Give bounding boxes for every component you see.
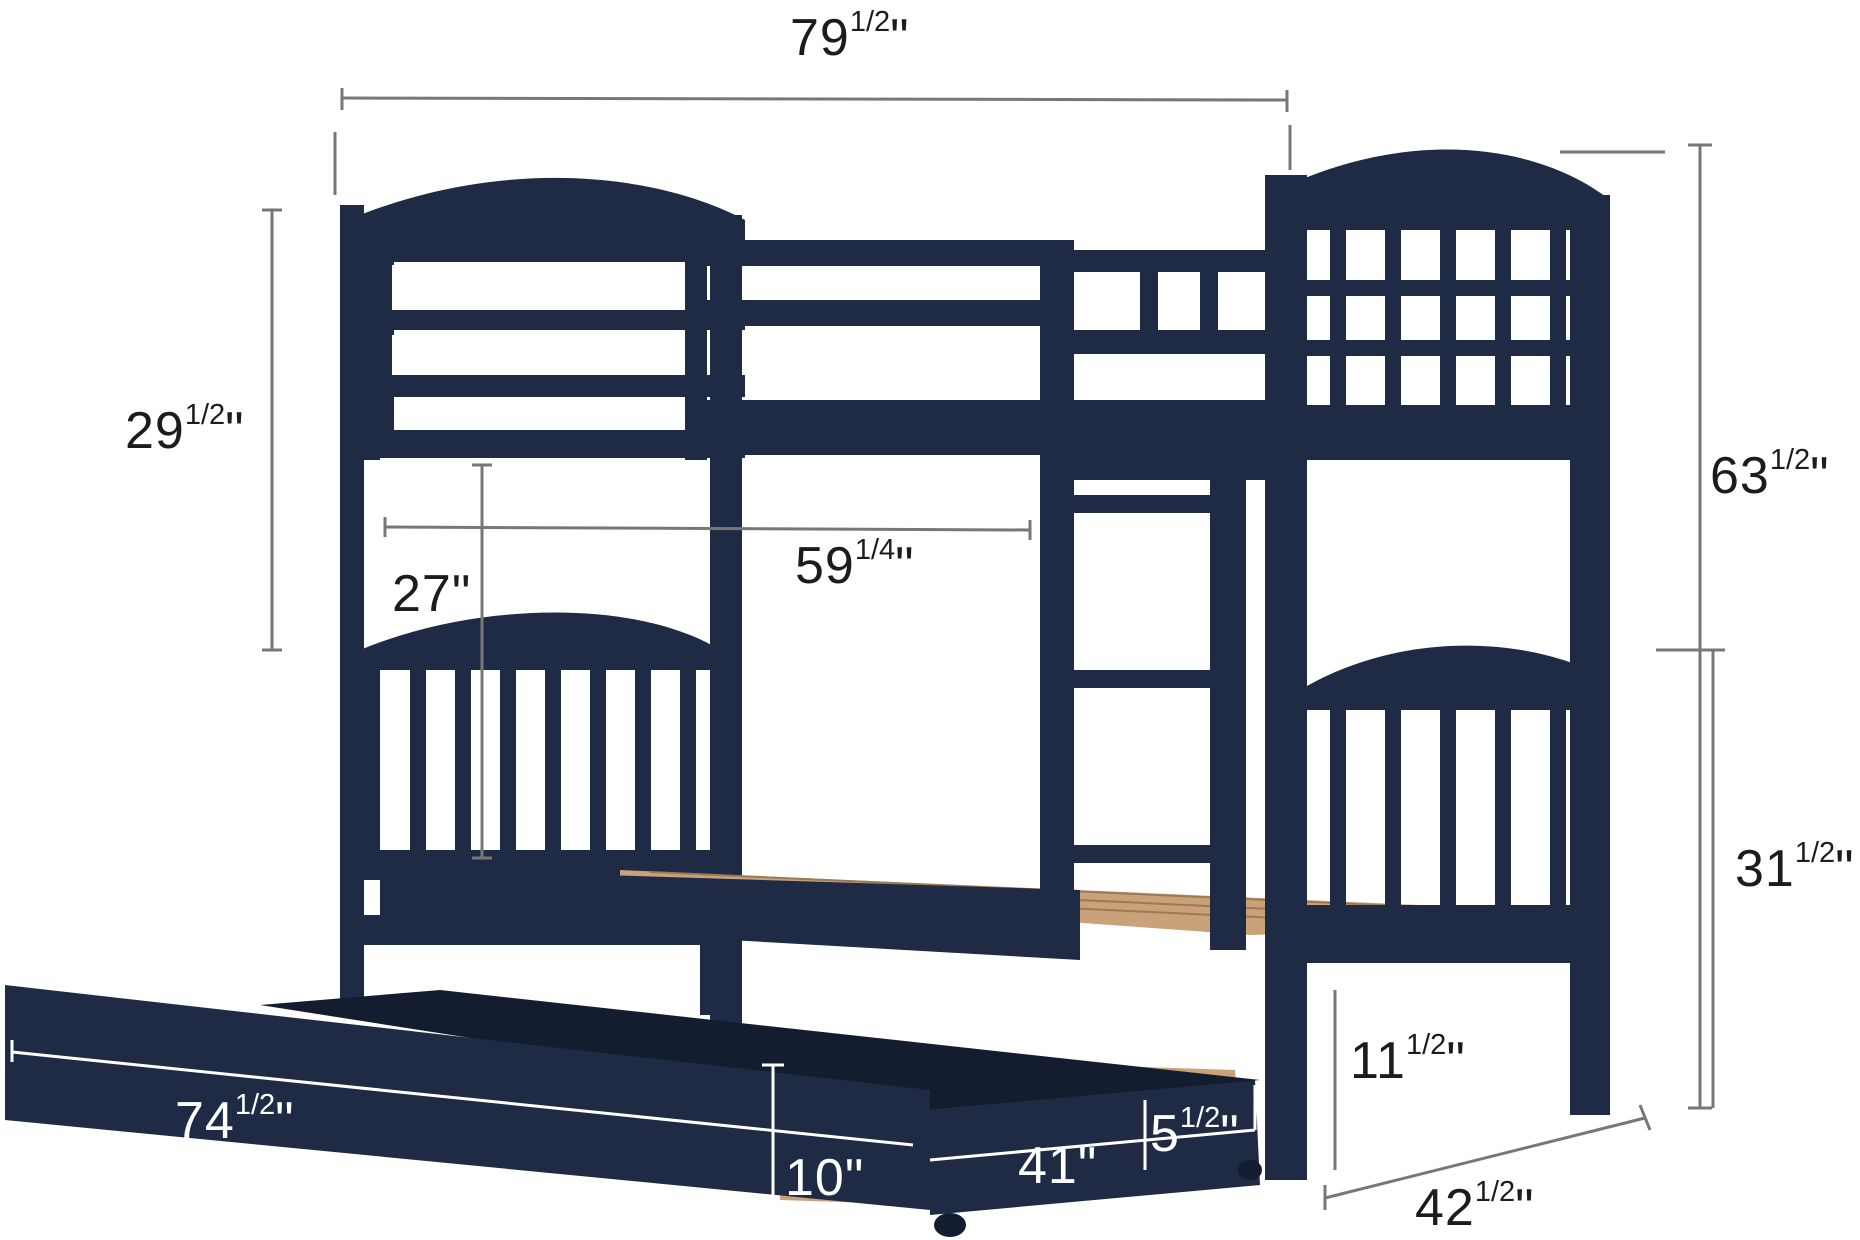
upper-bunk-guardrail bbox=[700, 240, 1290, 455]
trundle-width-label: 41" bbox=[1018, 1140, 1097, 1192]
clearance-height-main: 27 bbox=[392, 565, 452, 623]
overall-height-fraction: 1/2 bbox=[1769, 444, 1811, 476]
overall-height-main: 63 bbox=[1710, 447, 1770, 505]
trundle-height-main: 10 bbox=[785, 1149, 845, 1207]
trundle-width-main: 41 bbox=[1018, 1137, 1078, 1195]
trundle-inner-height-fraction: 1/2 bbox=[1179, 1102, 1221, 1134]
leg-clearance-unit: " bbox=[1446, 1032, 1466, 1090]
lower-bunk-height-label: 311/2" bbox=[1735, 839, 1855, 898]
mattress-length-line bbox=[384, 525, 1031, 532]
trundle-width-unit: " bbox=[1077, 1137, 1098, 1195]
headboard-height-main: 29 bbox=[125, 402, 185, 460]
mattress-length-fraction: 1/4 bbox=[854, 534, 896, 566]
clearance-height-unit: " bbox=[451, 565, 472, 623]
trundle-height-label: 10" bbox=[785, 1152, 864, 1204]
bed-width-unit: " bbox=[1515, 1179, 1535, 1237]
trundle-inner-height-label: 51/2" bbox=[1150, 1104, 1240, 1163]
trundle-length-unit: " bbox=[275, 1092, 295, 1150]
trundle-inner-height-main: 5 bbox=[1150, 1105, 1180, 1163]
clearance-height-label: 27" bbox=[392, 568, 471, 620]
trundle-length-fraction: 1/2 bbox=[234, 1089, 276, 1121]
trundle-length-line bbox=[11, 1050, 914, 1147]
headboard-height-fraction: 1/2 bbox=[184, 399, 226, 431]
trundle-length-label: 741/2" bbox=[175, 1091, 295, 1150]
leg-clearance-fraction: 1/2 bbox=[1405, 1029, 1447, 1061]
trundle-width-line bbox=[929, 1128, 1256, 1162]
ladder bbox=[1040, 240, 1246, 950]
overall-height-unit: " bbox=[1810, 447, 1830, 505]
trundle-height-unit: " bbox=[844, 1149, 865, 1207]
trundle-length-main: 74 bbox=[175, 1092, 235, 1150]
headboard-height-unit: " bbox=[225, 402, 245, 460]
bed-width-fraction: 1/2 bbox=[1474, 1176, 1516, 1208]
overall-height-label: 631/2" bbox=[1710, 446, 1830, 505]
lower-side-rail bbox=[380, 868, 1080, 1015]
upper-side-rail bbox=[1060, 400, 1300, 480]
headboard-height-label: 291/2" bbox=[125, 401, 245, 460]
overall-length-line bbox=[341, 96, 1288, 102]
mattress-length-main: 59 bbox=[795, 537, 855, 595]
overall-length-unit: " bbox=[890, 9, 910, 67]
bed-width-line bbox=[1324, 1116, 1646, 1200]
overall-length-label: 791/2" bbox=[790, 8, 910, 67]
lower-bunk-height-main: 31 bbox=[1735, 840, 1795, 898]
bed-width-label: 421/2" bbox=[1415, 1178, 1535, 1237]
bed-width-main: 42 bbox=[1415, 1179, 1475, 1237]
leg-clearance-main: 11 bbox=[1350, 1032, 1406, 1090]
trundle-dimension-lines bbox=[10, 1040, 1257, 1217]
lower-bunk-height-unit: " bbox=[1835, 840, 1855, 898]
leg-clearance-label: 111/2" bbox=[1350, 1031, 1466, 1090]
overall-length-fraction: 1/2 bbox=[849, 6, 891, 38]
dimension-lines bbox=[262, 88, 1725, 1210]
right-end-frame bbox=[1265, 149, 1610, 1180]
lower-bunk-height-fraction: 1/2 bbox=[1794, 837, 1836, 869]
overall-length-main: 79 bbox=[790, 9, 850, 67]
trundle-inner-height-unit: " bbox=[1220, 1105, 1240, 1163]
mattress-length-unit: " bbox=[895, 537, 915, 595]
mattress-length-label: 591/4" bbox=[795, 536, 915, 595]
trundle-drawer bbox=[5, 985, 1262, 1237]
